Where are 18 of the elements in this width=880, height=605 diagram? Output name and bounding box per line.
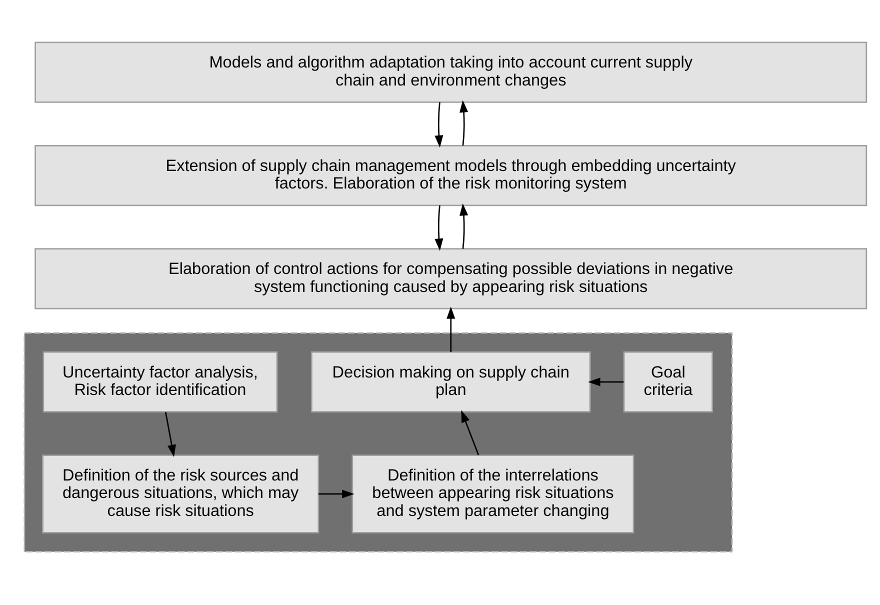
node-box: Models and algorithm adaptation taking into account current supply chain and environment changes	[34, 42, 868, 103]
node-box: Definition of the risk sources and dangerous situations, which may cause risk situations	[42, 454, 320, 534]
arrow	[460, 100, 468, 146]
arrow	[164, 412, 176, 458]
node-box: Elaboration of control actions for compensating possible deviations in negative system functioning caused by appearing risk situations	[34, 248, 868, 310]
node-box: Goal criteria	[623, 351, 713, 412]
cluster	[24, 332, 733, 552]
arrow	[446, 306, 456, 352]
arrow	[434, 205, 444, 251]
node-box: Uncertainty factor analysis, Risk factor identification	[42, 351, 278, 412]
arrow	[460, 203, 468, 249]
node-box: Definition of the interrelations between appearing risk situations and system parameter changing	[352, 454, 634, 534]
arrow	[318, 490, 354, 498]
arrow	[461, 410, 480, 456]
arrow	[434, 102, 444, 148]
node-box: Decision making on supply chain plan	[310, 351, 591, 412]
arrow	[588, 378, 624, 386]
node-box: Extension of supply chain management models through embedding uncertainty factors. Elaboration of the risk monitoring system	[34, 144, 868, 206]
